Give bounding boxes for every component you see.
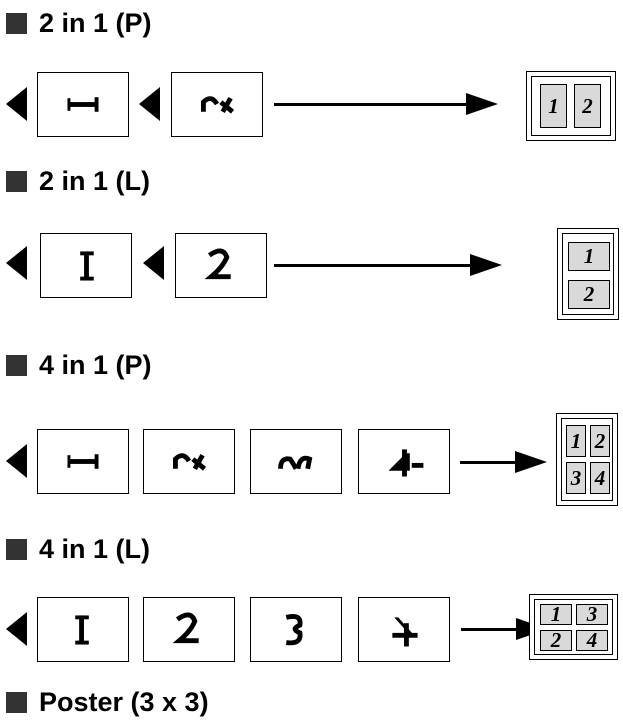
heading-2in1-l: 2 in 1 (L) (6, 168, 150, 195)
rotated-2-glyph-icon (173, 453, 207, 471)
rotated-1-glyph-icon (67, 97, 99, 112)
result-frame (562, 233, 614, 315)
result-4in1-p: 1 2 3 4 (556, 413, 618, 506)
heading-text: 2 in 1 (P) (39, 8, 152, 38)
source-page-1-landscape (40, 233, 132, 298)
result-frame (534, 599, 613, 655)
page-cell-2: 2 (568, 280, 610, 309)
rotated-3-glyph-icon (285, 613, 303, 646)
rotated-4-glyph-icon (388, 449, 424, 477)
source-page-2-rotated (171, 72, 263, 137)
square-bullet-icon (6, 692, 27, 713)
page-cell-2: 2 (590, 425, 610, 457)
square-bullet-icon (6, 171, 27, 192)
page-cell-1: 1 (566, 425, 586, 457)
square-bullet-icon (6, 355, 27, 376)
page-cell-4: 4 (576, 628, 608, 652)
left-triangle-icon (6, 444, 27, 478)
heading-poster: Poster (3 x 3) (6, 689, 209, 716)
right-arrow-icon (470, 254, 502, 276)
left-triangle-icon (6, 87, 27, 121)
arrow-shaft (460, 461, 517, 464)
page-cell-2: 2 (574, 84, 601, 128)
heading-2in1-p: 2 in 1 (P) (6, 10, 152, 37)
source-page-4-rotated (358, 429, 450, 494)
page-cell-2: 2 (540, 628, 572, 652)
page-cell-3: 3 (576, 602, 608, 626)
source-page-1-landscape (37, 597, 129, 662)
rotated-3-glyph-icon (278, 455, 313, 470)
left-triangle-icon (6, 612, 27, 646)
result-4in1-l: 1 3 2 4 (529, 594, 618, 660)
arrow-shaft (274, 264, 470, 267)
source-page-2-landscape (175, 233, 267, 298)
heading-text: Poster (3 x 3) (39, 687, 209, 717)
source-page-2-rotated (143, 429, 235, 494)
heading-4in1-l: 4 in 1 (L) (6, 536, 150, 563)
left-triangle-icon (143, 246, 164, 280)
page-cell-4: 4 (590, 462, 610, 494)
rotated-1-glyph-icon (75, 615, 89, 645)
source-page-1-rotated (37, 72, 129, 137)
source-page-2-landscape (143, 597, 235, 662)
arrow-shaft (461, 628, 518, 631)
arrow-shaft (274, 103, 466, 106)
result-2in1-l: 1 2 (557, 228, 619, 320)
result-frame (561, 418, 613, 501)
page-cell-3: 3 (566, 462, 586, 494)
result-2in1-p: 1 2 (526, 71, 616, 141)
source-page-3-landscape (250, 597, 342, 662)
source-page-4-landscape (358, 597, 450, 662)
rotated-2-glyph-icon (204, 248, 231, 280)
left-triangle-icon (139, 87, 160, 121)
source-page-1-rotated (37, 429, 129, 494)
rotated-4-glyph-icon (392, 617, 418, 647)
left-triangle-icon (6, 246, 27, 280)
rotated-2-glyph-icon (201, 96, 235, 114)
rotated-2-glyph-icon (172, 612, 199, 644)
page-cell-1: 1 (568, 242, 610, 271)
rotated-1-glyph-icon (80, 251, 94, 281)
result-frame (531, 76, 611, 136)
heading-text: 4 in 1 (P) (39, 350, 152, 380)
page-cell-1: 1 (540, 84, 567, 128)
heading-text: 4 in 1 (L) (39, 534, 151, 564)
rotated-1-glyph-icon (67, 454, 99, 469)
source-page-3-rotated (250, 429, 342, 494)
square-bullet-icon (6, 13, 27, 34)
page-cell-1: 1 (540, 602, 572, 626)
right-arrow-icon (466, 93, 498, 115)
heading-4in1-p: 4 in 1 (P) (6, 352, 152, 379)
square-bullet-icon (6, 539, 27, 560)
heading-text: 2 in 1 (L) (39, 166, 151, 196)
right-arrow-icon (515, 451, 547, 473)
